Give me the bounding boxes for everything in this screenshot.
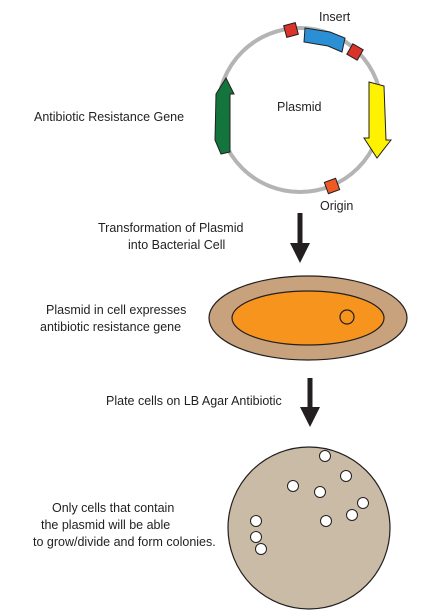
bacterial-cell bbox=[208, 275, 408, 361]
colony bbox=[255, 543, 267, 555]
transformation-text-line1: Transformation of Plasmid bbox=[98, 221, 243, 235]
colony bbox=[320, 515, 332, 527]
insert-site-right bbox=[346, 43, 364, 61]
insert-gene bbox=[303, 27, 346, 53]
insert-site-left bbox=[283, 22, 299, 38]
insert-label: Insert bbox=[319, 10, 351, 24]
colony bbox=[340, 470, 352, 482]
origin-label: Origin bbox=[320, 199, 353, 213]
colony bbox=[314, 486, 326, 498]
resistance-gene-arrow bbox=[214, 76, 235, 155]
colony bbox=[346, 509, 358, 521]
resistance-gene-label: Antibiotic Resistance Gene bbox=[34, 110, 184, 124]
plate-note-line3: to grow/divide and form colonies. bbox=[33, 535, 216, 549]
plasmid-center-label: Plasmid bbox=[277, 100, 322, 114]
colonies bbox=[250, 450, 369, 555]
plating-text: Plate cells on LB Agar Antibiotic bbox=[106, 394, 282, 408]
agar-plate bbox=[227, 446, 391, 610]
cell-cytoplasm bbox=[231, 290, 385, 346]
colony bbox=[357, 497, 369, 509]
expression-text-line2: antibiotic resistance gene bbox=[40, 320, 181, 334]
yellow-gene-arrow bbox=[363, 81, 393, 159]
cell-plasmid bbox=[339, 309, 355, 325]
plate-note-line1: Only cells that contain bbox=[52, 501, 174, 515]
plate-agar bbox=[227, 446, 391, 610]
origin-site bbox=[323, 177, 341, 195]
plasmid-map: Insert Plasmid Origin Antibiotic Resista… bbox=[34, 10, 393, 213]
expression-text-line1: Plasmid in cell expresses bbox=[46, 303, 186, 317]
colony bbox=[250, 531, 262, 543]
transformation-text-line2: into Bacterial Cell bbox=[128, 238, 225, 252]
colony bbox=[319, 450, 331, 462]
plate-note-line2: the plasmid will be able bbox=[41, 518, 170, 532]
colony bbox=[250, 515, 262, 527]
colony bbox=[287, 480, 299, 492]
